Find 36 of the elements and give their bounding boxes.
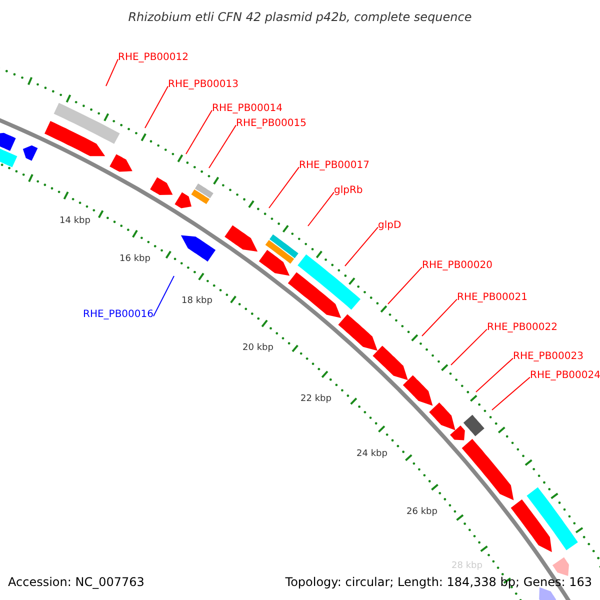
leader-line — [153, 276, 174, 317]
title: Rhizobium etli CFN 42 plasmid p42b, complete sequence — [127, 10, 473, 24]
summary-text: Topology: circular; Length: 184,338 bp; Genes: 163 — [285, 575, 592, 590]
gene-label: RHE_PB00021 — [457, 292, 528, 304]
gene-label: RHE_PB00023 — [513, 351, 584, 363]
gene-label: RHE_PB00015 — [236, 118, 306, 130]
scale-label: 16 kbp — [118, 254, 152, 265]
gene-label: glpD — [378, 220, 402, 232]
scale-label: 20 kbp — [242, 343, 274, 354]
leader-line — [388, 266, 422, 304]
gene-label: RHE_PB00022 — [487, 322, 558, 334]
gene-label: RHE_PB00016 — [83, 309, 154, 321]
leader-line — [106, 58, 118, 86]
gene-label: RHE_PB00020 — [422, 260, 492, 272]
gene-label: RHE_PB00014 — [212, 103, 282, 115]
leader-line — [450, 328, 488, 366]
scale-label: 18 kbp — [180, 296, 214, 307]
leader-line — [144, 86, 168, 128]
leader-line — [186, 110, 212, 154]
leader-line — [268, 166, 300, 208]
gene-label: glpRb — [334, 185, 363, 197]
leader-line — [344, 226, 378, 266]
leader-line — [422, 298, 458, 336]
leader-line — [492, 376, 530, 410]
gene-label: RHE_PB00013 — [168, 79, 238, 91]
accession-text: Accession: NC_007763 — [8, 575, 144, 590]
scale-label: 26 kbp — [406, 507, 438, 518]
leader-line — [208, 124, 236, 168]
scale-label: 22 kbp — [300, 394, 332, 405]
scale-label: 14 kbp — [58, 216, 92, 227]
leader-line — [476, 358, 514, 392]
gene-label: RHE_PB00012 — [118, 52, 188, 64]
gene-label: RHE_PB00017 — [299, 160, 370, 172]
leader-line — [308, 192, 334, 226]
scale-label: 24 kbp — [356, 449, 388, 460]
gene-label: RHE_PB00024 — [530, 370, 600, 382]
